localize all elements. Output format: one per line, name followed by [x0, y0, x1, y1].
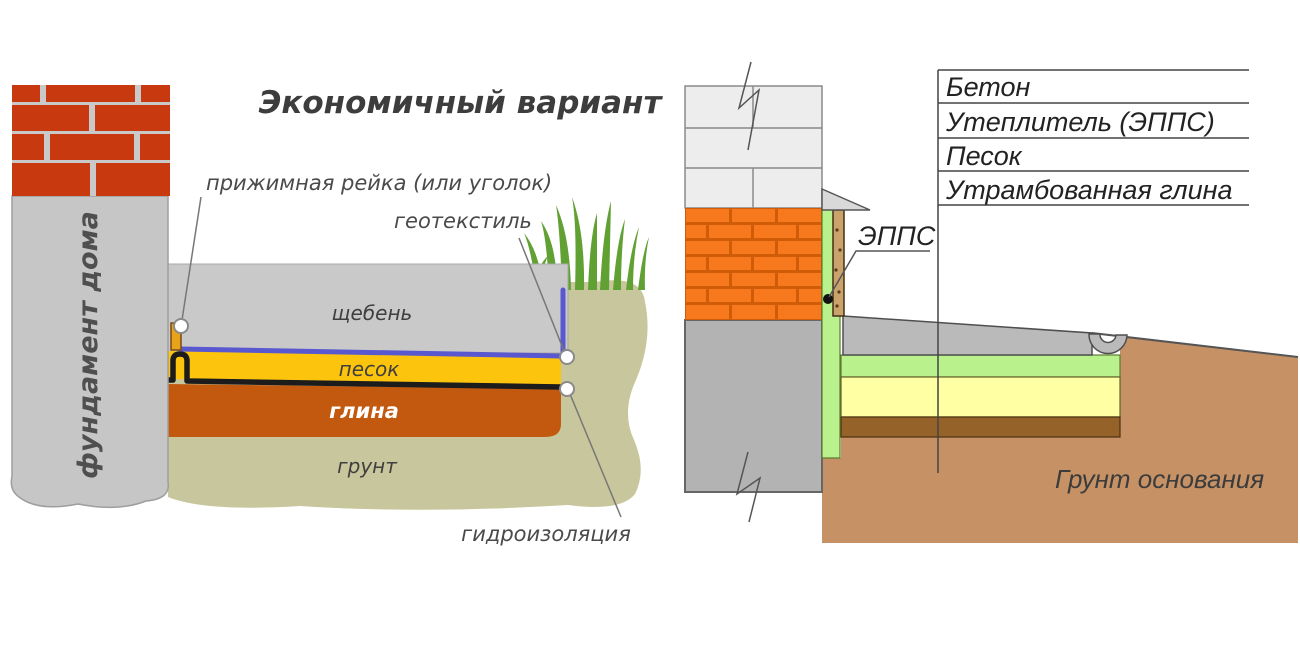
legend-item-insulation: Утеплитель (ЭППС): [945, 107, 1215, 137]
gravel-layer: [167, 263, 569, 354]
callout-dot-waterproofing: [559, 381, 575, 397]
legend-item-clay: Утрамбованная глина: [945, 175, 1233, 205]
label-gravel: щебень: [332, 301, 413, 325]
foundation-block: [684, 319, 823, 493]
legend-item-sand: Песок: [946, 141, 1023, 171]
concrete-apron: [842, 315, 1093, 356]
epps-dot: [823, 294, 833, 304]
flashing: [821, 187, 871, 211]
compacted-clay-layer: [840, 416, 1121, 438]
callout-dot-strip: [173, 318, 189, 334]
drain-channel: [1088, 333, 1128, 355]
waterproofing-line: [163, 351, 564, 390]
leader-epps: [828, 250, 930, 298]
left-title: Экономичный вариант: [259, 85, 664, 121]
leader-geotextile: [518, 237, 565, 352]
legend-item-concrete: Бетон: [946, 72, 1030, 102]
label-geotextile: геотекстиль: [394, 209, 532, 233]
house-foundation: [10, 195, 170, 509]
sand-layer-right: [840, 376, 1121, 418]
clay-layer: [166, 384, 561, 437]
leader-waterproofing: [569, 393, 622, 518]
legend: Бетон Утеплитель (ЭППС) Песок Утрамбован…: [937, 69, 1249, 473]
label-pressure-strip: прижимная рейка (или уголок): [206, 171, 552, 195]
insulation-layer: [840, 354, 1121, 378]
bricks: [686, 209, 821, 319]
break-mark-bottom: [735, 451, 762, 523]
label-foundation: фундамент дома: [73, 211, 104, 479]
left-diagram: Экономичный вариант прижимная рейка (или…: [10, 85, 664, 546]
label-base-soil: Грунт основания: [1055, 464, 1264, 494]
right-diagram: Бетон Утеплитель (ЭППС) Песок Утрамбован…: [684, 61, 1299, 543]
batten-strip: [832, 209, 845, 317]
label-epps: ЭППС: [858, 221, 936, 251]
leader-pressure-strip: [181, 196, 202, 321]
base-ground: [822, 336, 1298, 543]
bricks: [12, 85, 170, 196]
sand-layer: [166, 351, 561, 385]
geotextile-line: [177, 287, 566, 359]
brick-pier: [12, 85, 170, 196]
label-sand: песок: [339, 357, 400, 381]
block-wall: [684, 85, 823, 209]
callout-dot-geotextile: [559, 349, 575, 365]
break-mark-top: [737, 61, 761, 151]
label-waterproofing: гидроизоляция: [461, 522, 631, 546]
label-soil: грунт: [337, 454, 398, 478]
label-clay: глина: [329, 399, 399, 423]
brick-wall: [685, 208, 822, 320]
